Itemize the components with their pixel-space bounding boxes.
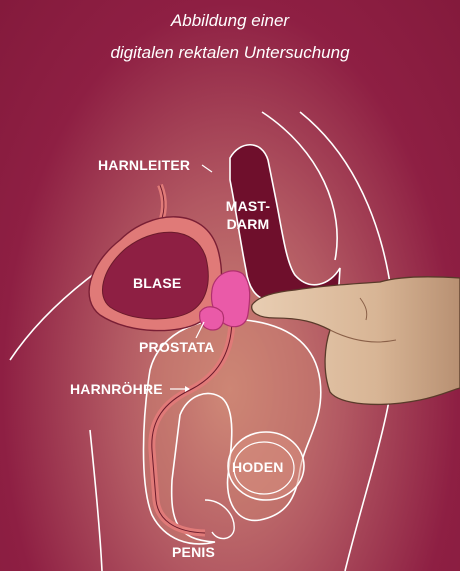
penis-tip	[205, 500, 234, 539]
label-hoden: HODEN	[232, 459, 284, 475]
leg-outline	[90, 430, 102, 571]
label-mastdarm-1: MAST-	[223, 198, 273, 214]
label-harnleiter: HARNLEITER	[98, 157, 190, 173]
label-blase: BLASE	[133, 275, 181, 291]
label-harnroehre: HARNRÖHRE	[70, 381, 163, 397]
caption-line-2: digitalen rektalen Untersuchung	[0, 43, 460, 63]
harnleiter-pointer	[202, 165, 212, 172]
caption-line-1: Abbildung einer	[0, 11, 460, 31]
label-mastdarm-2: DARM	[223, 216, 273, 232]
label-prostata: PROSTATA	[139, 339, 214, 355]
prostate-lower	[200, 307, 224, 330]
label-penis: PENIS	[172, 544, 215, 560]
